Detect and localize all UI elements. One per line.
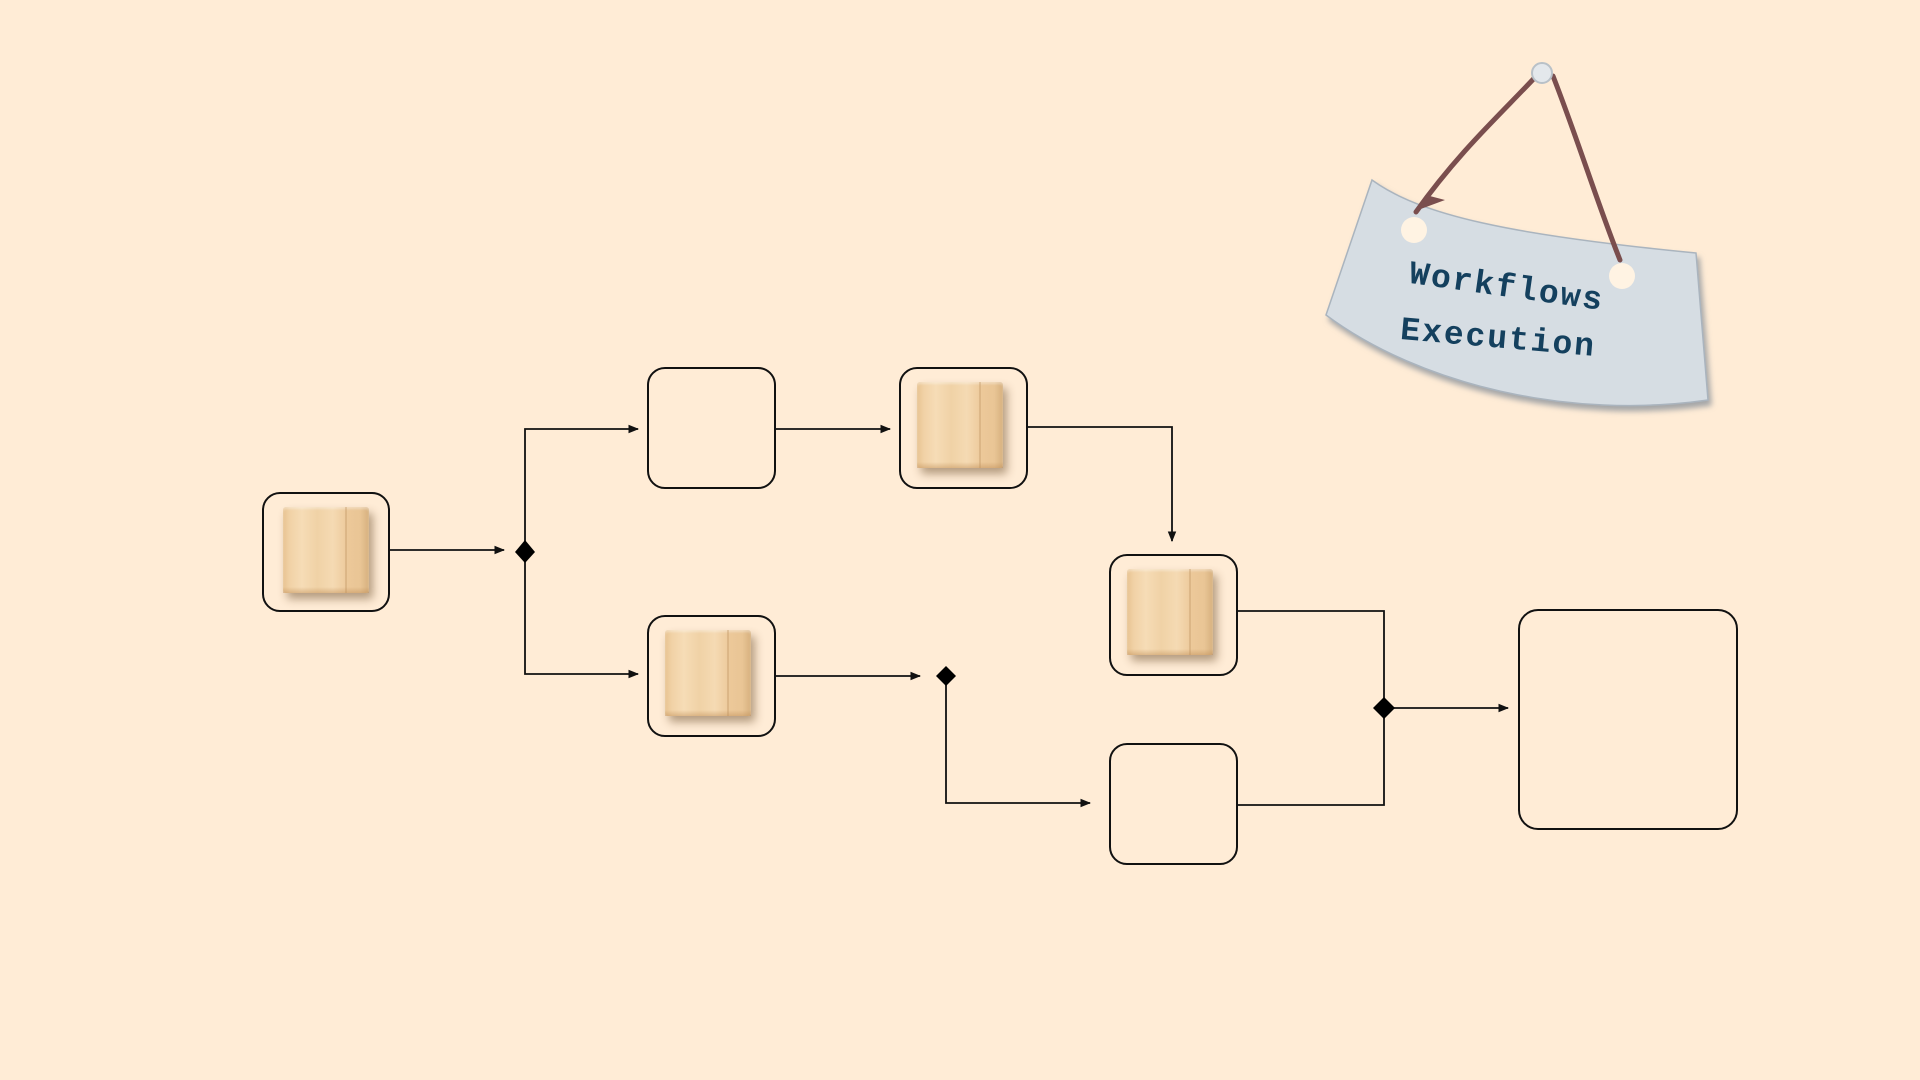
nail-icon <box>1531 62 1553 84</box>
wooden-block-icon <box>917 382 1003 468</box>
hanging-sign <box>1325 62 1709 407</box>
sign-string-right <box>1550 73 1623 263</box>
wooden-block-icon <box>283 507 369 593</box>
sign-string-left <box>1413 69 1543 215</box>
start-node[interactable] <box>262 492 390 612</box>
lower-branch-node-1[interactable] <box>647 615 776 737</box>
sign-hole-right <box>1609 263 1635 289</box>
upper-branch-node-2[interactable] <box>899 367 1028 489</box>
gateways <box>515 540 1395 719</box>
connector-lower-gateway-to-merge-lower <box>945 676 1092 808</box>
merge-gateway <box>1373 697 1395 719</box>
connector-split-to-lower <box>524 550 640 679</box>
connector-merge-lower-to-merge-gateway <box>1238 708 1385 806</box>
sign-hole-left <box>1401 217 1427 243</box>
wooden-block-icon <box>1127 569 1213 655</box>
lower-gateway <box>936 666 956 686</box>
connectors <box>390 424 1510 808</box>
connector-merge-upper-to-merge-gateway <box>1238 610 1385 708</box>
wooden-block-icon <box>665 630 751 716</box>
final-output-node[interactable] <box>1518 609 1738 830</box>
split-gateway <box>515 540 535 563</box>
connector-upper-2-to-merge-upper <box>1028 426 1177 543</box>
upper-branch-node-1[interactable] <box>647 367 776 489</box>
sign-knot-left <box>1418 195 1445 210</box>
merge-input-node-lower[interactable] <box>1109 743 1238 865</box>
merge-input-node-upper[interactable] <box>1109 554 1238 676</box>
connector-split-to-upper <box>524 424 640 550</box>
